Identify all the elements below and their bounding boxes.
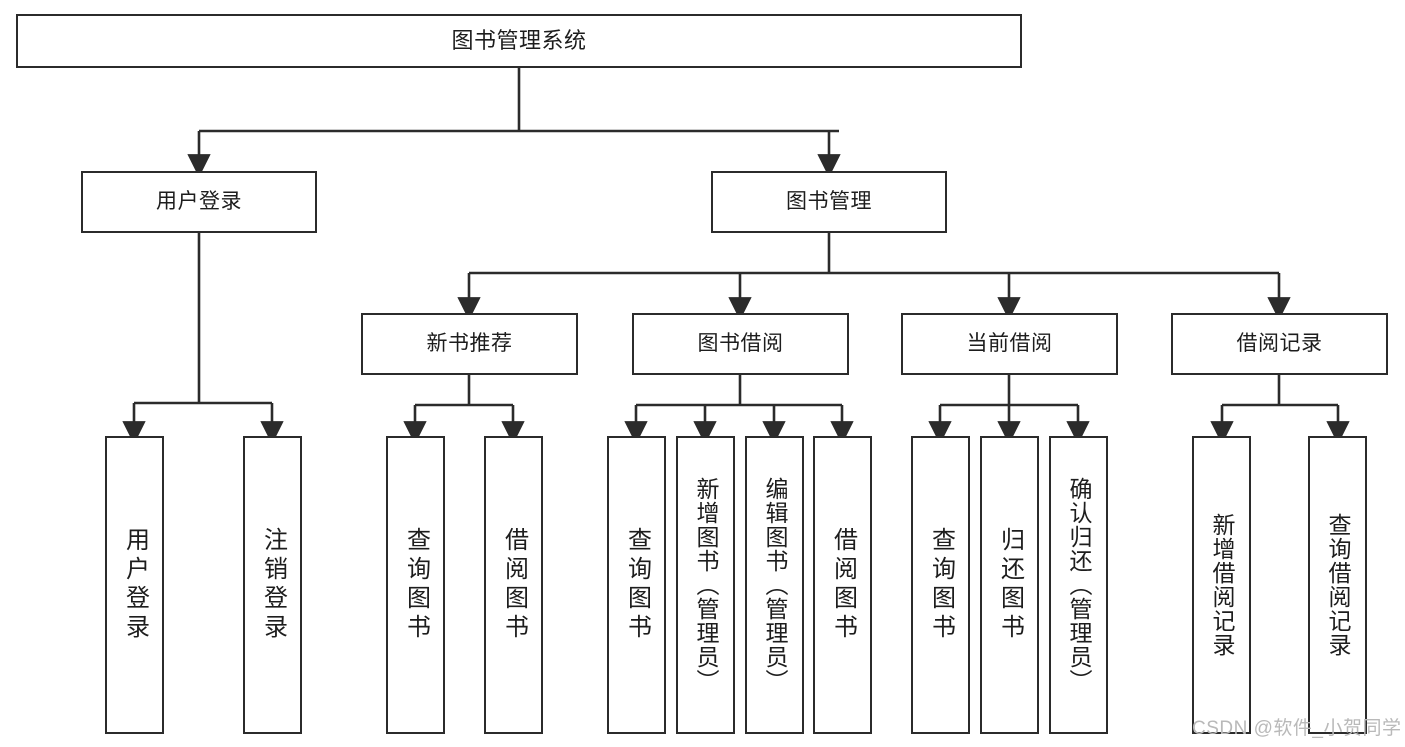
node-current-borrow[interactable]: 当前借阅 xyxy=(901,313,1118,375)
leaf-add-record[interactable]: 新增借阅记录 xyxy=(1192,436,1251,734)
csdn-watermark: CSDN @软件_小贺同学 xyxy=(1192,718,1402,739)
leaf-borrow-book-1[interactable]: 借阅图书 xyxy=(484,436,543,734)
leaf-borrow-book-1-label: 借阅图书 xyxy=(500,527,528,643)
leaf-query-book-1-label: 查询图书 xyxy=(402,527,430,643)
leaf-query-book-1[interactable]: 查询图书 xyxy=(386,436,445,734)
leaf-user-login-label: 用户登录 xyxy=(121,527,149,643)
node-borrow-record-label: 借阅记录 xyxy=(1236,331,1323,355)
leaf-query-book-2[interactable]: 查询图书 xyxy=(607,436,666,734)
leaf-return-book[interactable]: 归还图书 xyxy=(980,436,1039,734)
leaf-return-book-label: 归还图书 xyxy=(996,527,1024,643)
node-root-label: 图书管理系统 xyxy=(451,28,587,54)
node-root[interactable]: 图书管理系统 xyxy=(16,14,1022,68)
node-new-book-recommend[interactable]: 新书推荐 xyxy=(361,313,578,375)
leaf-query-book-3[interactable]: 查询图书 xyxy=(911,436,970,734)
leaf-user-login[interactable]: 用户登录 xyxy=(105,436,164,734)
leaf-confirm-return-label: 确认归还（管理员） xyxy=(1066,477,1092,693)
node-current-borrow-label: 当前借阅 xyxy=(966,331,1053,355)
leaf-add-book-label: 新增图书（管理员） xyxy=(693,477,719,693)
node-user-login[interactable]: 用户登录 xyxy=(81,171,317,233)
leaf-add-book[interactable]: 新增图书（管理员） xyxy=(676,436,735,734)
leaf-logout-login-label: 注销登录 xyxy=(259,527,287,643)
leaf-edit-book[interactable]: 编辑图书（管理员） xyxy=(745,436,804,734)
leaf-query-record-label: 查询借阅记录 xyxy=(1325,513,1351,657)
node-book-borrow[interactable]: 图书借阅 xyxy=(632,313,849,375)
node-book-borrow-label: 图书借阅 xyxy=(697,331,784,355)
node-book-manage[interactable]: 图书管理 xyxy=(711,171,947,233)
leaf-borrow-book-2[interactable]: 借阅图书 xyxy=(813,436,872,734)
leaf-query-record[interactable]: 查询借阅记录 xyxy=(1308,436,1367,734)
leaf-confirm-return[interactable]: 确认归还（管理员） xyxy=(1049,436,1108,734)
leaf-logout-login[interactable]: 注销登录 xyxy=(243,436,302,734)
leaf-borrow-book-2-label: 借阅图书 xyxy=(829,527,857,643)
leaf-edit-book-label: 编辑图书（管理员） xyxy=(762,477,788,693)
node-user-login-label: 用户登录 xyxy=(156,189,242,213)
node-book-manage-label: 图书管理 xyxy=(786,189,872,213)
leaf-query-book-3-label: 查询图书 xyxy=(927,527,955,643)
leaf-query-book-2-label: 查询图书 xyxy=(623,527,651,643)
node-new-book-recommend-label: 新书推荐 xyxy=(426,331,513,355)
node-borrow-record[interactable]: 借阅记录 xyxy=(1171,313,1388,375)
leaf-add-record-label: 新增借阅记录 xyxy=(1209,513,1235,657)
